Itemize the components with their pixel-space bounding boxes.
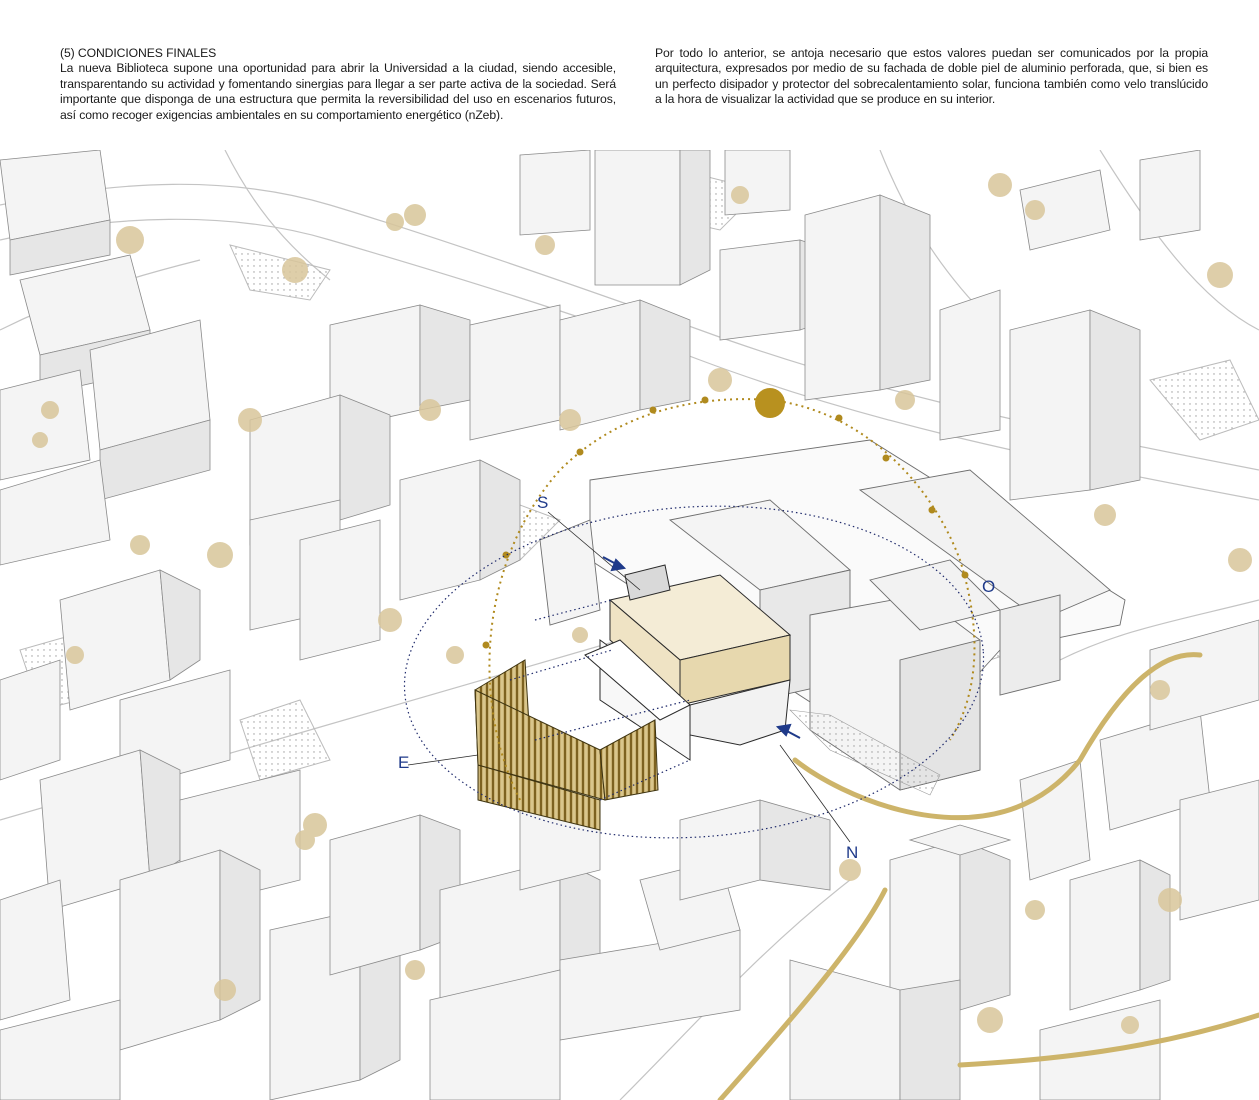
library-building — [584, 564, 792, 761]
arrow-head-icon — [775, 723, 792, 737]
context-buildings — [0, 150, 1259, 1100]
compass-east: E — [398, 753, 409, 772]
block-towers-center-top — [519, 150, 1201, 501]
sun-path — [482, 388, 976, 801]
compass-west: O — [982, 577, 995, 596]
text-column-left: (5) CONDICIONES FINALES La nueva Bibliot… — [60, 46, 616, 123]
campus-block — [539, 439, 1126, 791]
paragraph-right: Por todo lo anterior, se antoja necesari… — [655, 46, 1208, 107]
axonometric-site-diagram: S O E N — [0, 150, 1259, 1100]
gravel-strip — [789, 709, 941, 796]
direction-arrows — [602, 556, 801, 739]
block-apartments-center-left — [249, 299, 691, 661]
paragraph-left: La nueva Biblioteca supone una oportunid… — [60, 61, 616, 122]
compass-south: S — [537, 493, 548, 512]
section-heading: (5) CONDICIONES FINALES — [60, 46, 217, 60]
arrow-head-icon — [610, 558, 627, 572]
trees — [32, 173, 1252, 1034]
block-lower-center — [329, 779, 831, 1100]
block-lower-right — [789, 619, 1259, 1100]
text-column-right: Por todo lo anterior, se antoja necesari… — [655, 46, 1208, 108]
orbit-lines — [403, 505, 985, 839]
compass-north: N — [846, 843, 858, 862]
gold-pedestrian-path — [717, 652, 1259, 1100]
sun-icon — [755, 388, 785, 418]
compass-lines — [407, 511, 851, 843]
block-row-left-top — [0, 150, 211, 566]
